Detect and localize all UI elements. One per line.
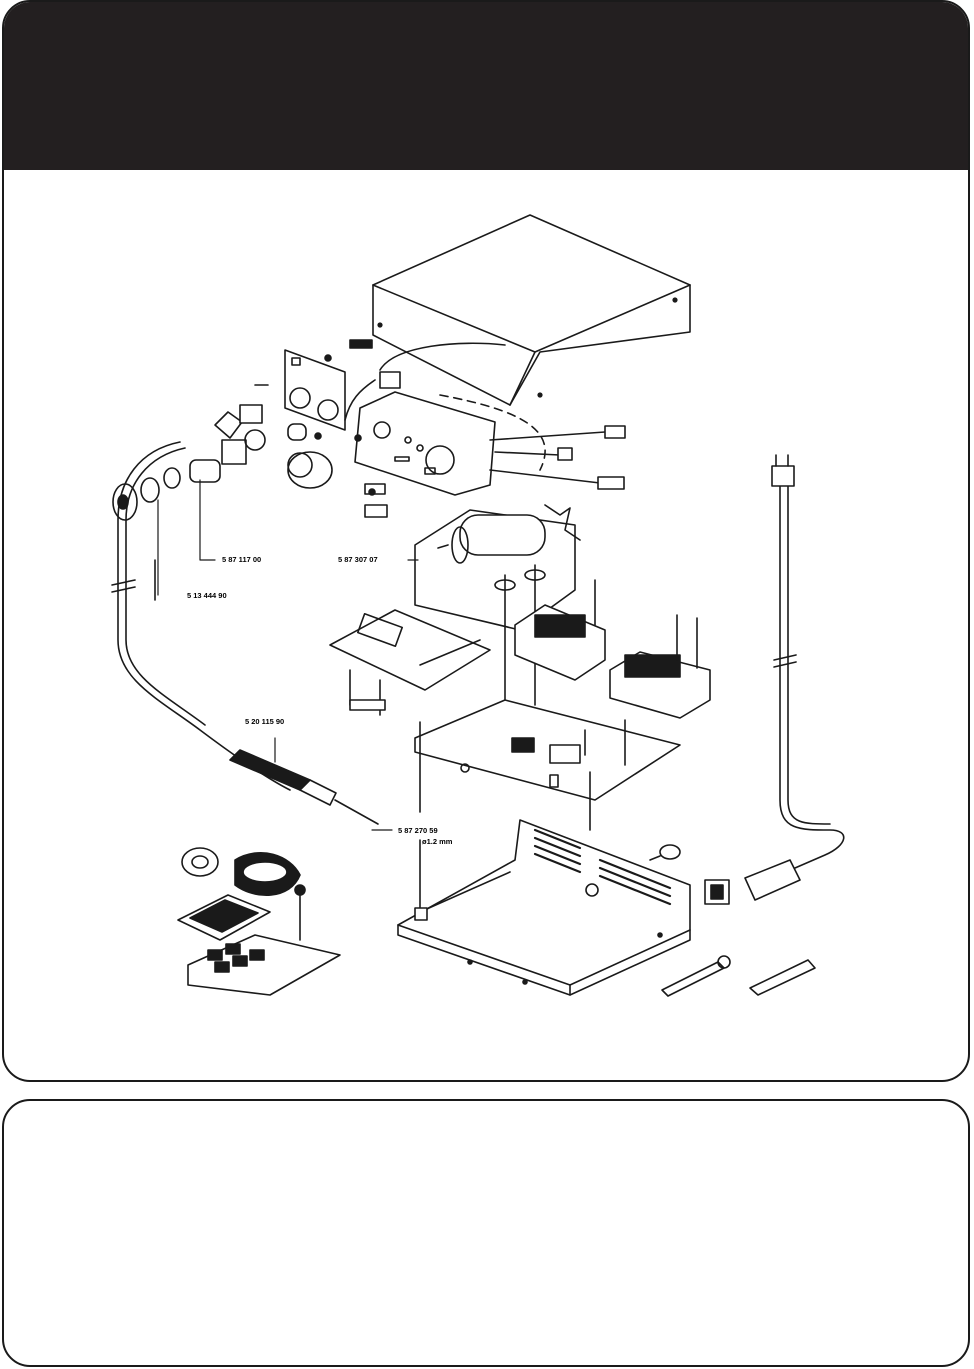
- small-grommet: [649, 844, 681, 861]
- iron-stand: [177, 847, 341, 996]
- circuit-board: [329, 609, 491, 716]
- soldering-iron: [229, 749, 379, 825]
- wrench: [661, 955, 731, 997]
- iron-cable: [111, 441, 291, 791]
- internal-cable: [379, 342, 506, 371]
- label-part-1: 5 87 117 00: [222, 555, 261, 564]
- label-part-4: 5 20 115 90: [245, 717, 284, 726]
- label-part-5: 5 87 270 59: [398, 826, 438, 835]
- screwdriver: [749, 959, 816, 996]
- knob-assembly: [287, 451, 388, 518]
- transformer-2: [609, 614, 711, 719]
- side-screws: [489, 425, 626, 490]
- power-cord: [771, 454, 845, 869]
- label-part-3: 5 87 307 07: [338, 555, 378, 564]
- transformer-1: [514, 579, 606, 681]
- socket-parts: [112, 404, 266, 521]
- power-switch: [704, 879, 730, 905]
- small-parts-top: [254, 339, 401, 442]
- notes-panel: [2, 1099, 970, 1367]
- panel-header-bar: [4, 2, 968, 170]
- base-plate: [414, 699, 681, 801]
- diagram-panel: [2, 0, 970, 1082]
- leader-lines: [157, 479, 419, 831]
- label-diameter: ø1.2 mm: [422, 837, 453, 846]
- dashed-guide-1: [439, 394, 546, 471]
- rear-panel: [284, 349, 346, 431]
- label-part-2: 5 13 444 90: [187, 591, 227, 600]
- chassis: [397, 819, 691, 996]
- motor-assembly: [414, 504, 581, 716]
- mains-socket: [744, 859, 801, 901]
- internal-cable-2: [344, 379, 376, 421]
- front-panel: [354, 391, 496, 496]
- top-cover: [372, 214, 691, 406]
